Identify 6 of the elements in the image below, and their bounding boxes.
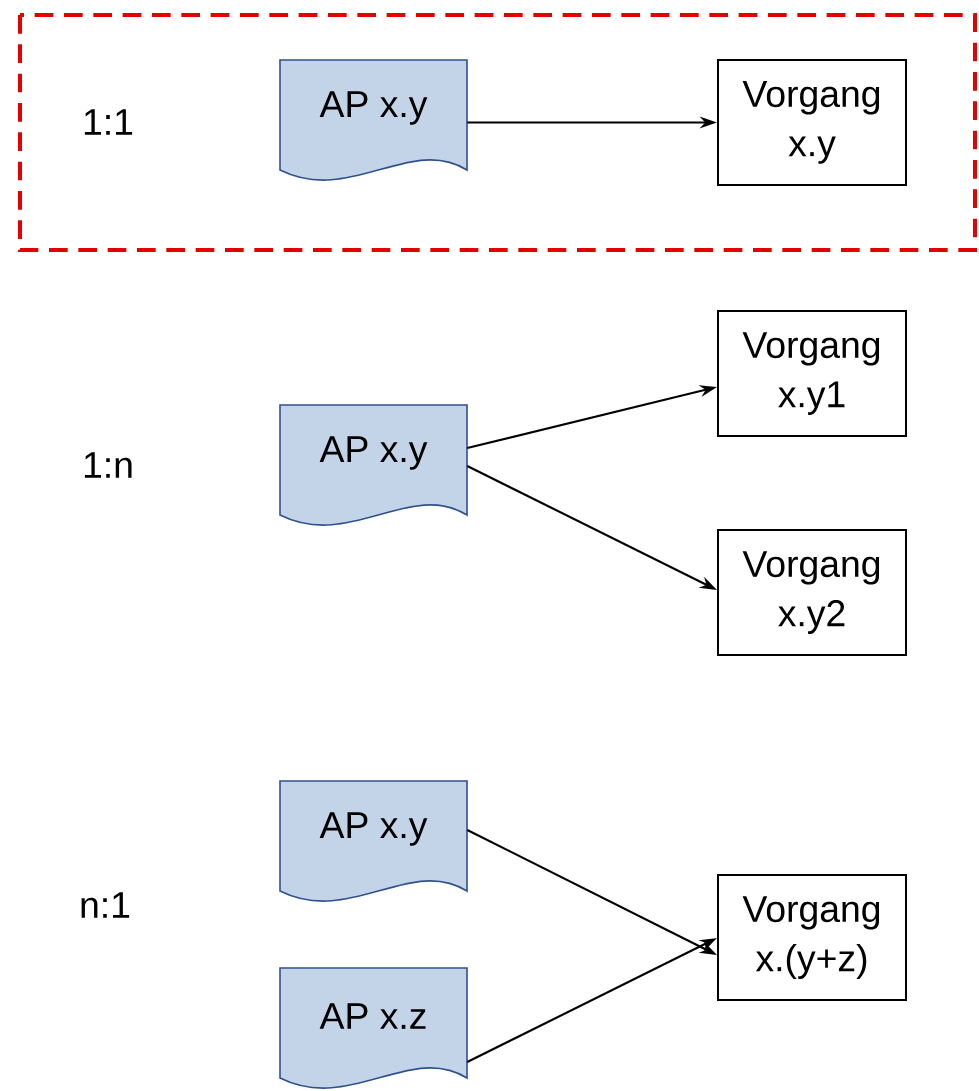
- process-box: Vorgang x.y: [717, 59, 907, 186]
- process-box: Vorgang x.y1: [717, 310, 907, 437]
- process-box: Vorgang x.y2: [717, 529, 907, 656]
- ratio-label: n:1: [81, 892, 130, 918]
- ratio-label: 1:n: [84, 452, 132, 478]
- process-box: Vorgang x.(y+z): [717, 874, 907, 1001]
